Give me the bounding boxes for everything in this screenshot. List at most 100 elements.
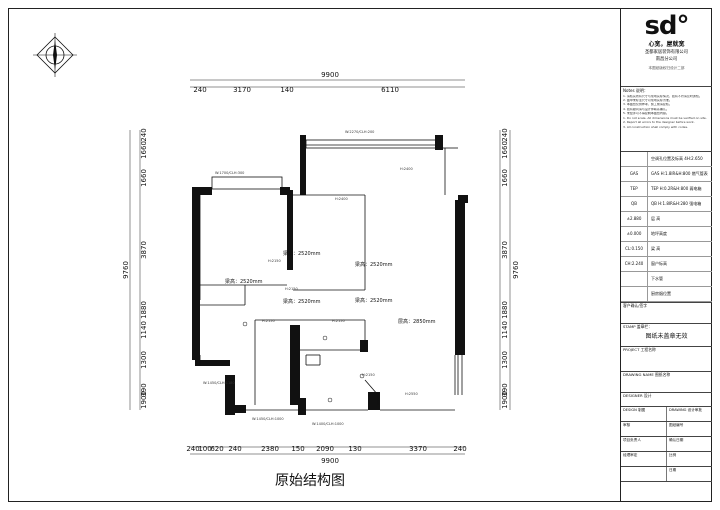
dim-segment-bottom: 130: [348, 445, 361, 453]
dim-total-bottom: 9900: [321, 457, 339, 465]
dim-total-right: 9760: [512, 261, 520, 279]
branch-name: 南昌分公司: [655, 56, 678, 62]
dim-segment-right: 1140: [501, 321, 509, 339]
titleblock-cell: 确认日期: [669, 437, 684, 442]
legend-symbol: GAS: [621, 167, 648, 181]
legend-label: GAS H:1.8IR&H:800 燃气管表: [651, 170, 708, 176]
dim-segment-right: 390: [501, 383, 509, 396]
stamp-notice: 图纸未盖章无效: [645, 332, 688, 340]
legend-symbol: TEP: [621, 182, 648, 196]
note-line: 2. Report all errors to the designer bef…: [623, 121, 695, 125]
dim-segment-top: 240: [193, 86, 206, 94]
legend-symbol: [621, 152, 648, 166]
titleblock-cell: DRAWING 设计审批: [669, 407, 702, 412]
legend-row: 厨房烟位置: [621, 287, 712, 302]
dimension-note: H:2150: [285, 287, 298, 291]
dim-segment-bottom: 150: [291, 445, 304, 453]
titleblock-cell: 图纸编号: [669, 422, 684, 427]
legend-symbol: CL:0.150: [621, 242, 648, 256]
note-line: 1. Do not scale. All dimensions must be …: [623, 116, 707, 120]
legend-label: QB H:1.8IR&H:280 强电箱: [651, 200, 702, 206]
drawing-frame: [8, 8, 712, 502]
dim-total-top: 9900: [321, 71, 339, 79]
dim-segment-left: 1300: [140, 351, 148, 369]
legend-label: 层 高: [651, 215, 661, 221]
dimension-note: W:1700/CLH:300: [215, 171, 244, 175]
titleblock-cell: 经理审定: [621, 451, 667, 466]
titleblock-cell: DESIGN 制图: [621, 406, 667, 421]
note-line: 4. 如有疑问请与设计师联系确认。: [623, 107, 669, 111]
dim-segment-top: 6110: [381, 86, 399, 94]
dim-segment-right: 1300: [501, 351, 509, 369]
note-line: 5. 未经许可不得复制本图纸内容。: [623, 112, 669, 116]
beam-height-label: 梁高：2520mm: [283, 298, 321, 305]
note-line: 2. 图中未标注尺寸以现场实际为准。: [623, 99, 672, 103]
compass-icon: [33, 33, 77, 77]
dim-segment-right: 1660: [501, 169, 509, 187]
legend-label: 下水管: [651, 275, 663, 281]
dimension-note: W:1450/CLH:1180: [203, 381, 235, 385]
dimension-note: W:2270/CLH:200: [345, 130, 374, 134]
legend-row: 下水管: [621, 272, 712, 287]
dim-segment-bottom: 240: [453, 445, 466, 453]
dim-segment-top: 140: [280, 86, 293, 94]
legend-label: 空调孔位置及标高 4H:2.650: [651, 155, 703, 161]
copyright-tag: 本图纸版权归设计二部: [648, 65, 685, 70]
project-field: PROJECT 工程名称: [621, 347, 712, 372]
dimension-note: H:2400: [335, 197, 348, 201]
legend-row: 空调孔位置及标高 4H:2.650: [621, 152, 712, 167]
notes-title: Notes 说明：: [623, 88, 648, 93]
drawing-title: 原始结构图: [275, 473, 345, 489]
logo-mark: sd°: [644, 11, 689, 41]
dim-segment-bottom: 240: [228, 445, 241, 453]
client-confirm: 客户确认/签字: [621, 303, 712, 325]
company-name: 圣都家居装饰有限公司: [645, 49, 688, 55]
titleblock-cell: [621, 466, 667, 481]
beam-height-label: 梁高：2520mm: [225, 278, 263, 285]
dim-segment-bottom: 3370: [409, 445, 427, 453]
beam-height-label: 梁高：2520mm: [355, 261, 393, 268]
dimension-note: H:2150: [362, 373, 375, 377]
dim-segment-left: 390: [140, 383, 148, 396]
walls: [192, 135, 468, 415]
note-line: 3. All construction shall comply with co…: [623, 125, 688, 129]
stamp-area: STAMP 盖章栏： 图纸未盖章无效: [621, 324, 712, 347]
dim-segment-right: 1880: [501, 301, 509, 319]
titleblock-row: 审核图纸编号: [621, 421, 712, 437]
legend-label: TEP H:0.2R&H:800 弱电箱: [651, 185, 702, 191]
dim-segment-left: 240: [140, 128, 148, 141]
dim-segment-top: 3170: [233, 86, 251, 94]
dim-segment-right: 3870: [501, 241, 509, 259]
dim-segment-bottom: 100: [198, 445, 211, 453]
legend-symbol: QB: [621, 197, 648, 211]
dimension-note: W:1400/CLH:1000: [312, 422, 344, 426]
notes-block: Notes 说明： 1. 请核实所有尺寸与现场实际情况，如有不符请及时通知。2.…: [621, 87, 712, 152]
thin-walls: [199, 139, 463, 411]
dim-segment-bottom: 2380: [261, 445, 279, 453]
legend-symbol: CH:2.240: [621, 257, 648, 271]
company-logo: sd° 心宽，屋就宽 圣都家居装饰有限公司 南昌分公司 本图纸版权归设计二部: [621, 8, 712, 87]
titleblock-cell: 审核: [621, 421, 667, 436]
beam-height-label: 层高：2850mm: [398, 318, 436, 325]
dimension-lines: [129, 79, 511, 455]
dim-segment-right: 1660: [501, 141, 509, 159]
dimension-note: H:2550: [405, 392, 418, 396]
legend-label: 地坪高度: [651, 230, 667, 236]
dim-total-left: 9760: [122, 261, 130, 279]
legend-label: 梁 高: [651, 245, 661, 251]
legend-label: 厨房烟位置: [651, 290, 671, 296]
titleblock-cell: 比例: [669, 452, 677, 457]
dim-segment-bottom: 240: [186, 445, 199, 453]
legend-label: 窗户标高: [651, 260, 667, 266]
legend-symbol: [621, 287, 648, 301]
legend-symbol: [621, 272, 648, 286]
dim-segment-right: 1900: [501, 391, 509, 409]
titleblock-cell: 日期: [669, 467, 677, 472]
